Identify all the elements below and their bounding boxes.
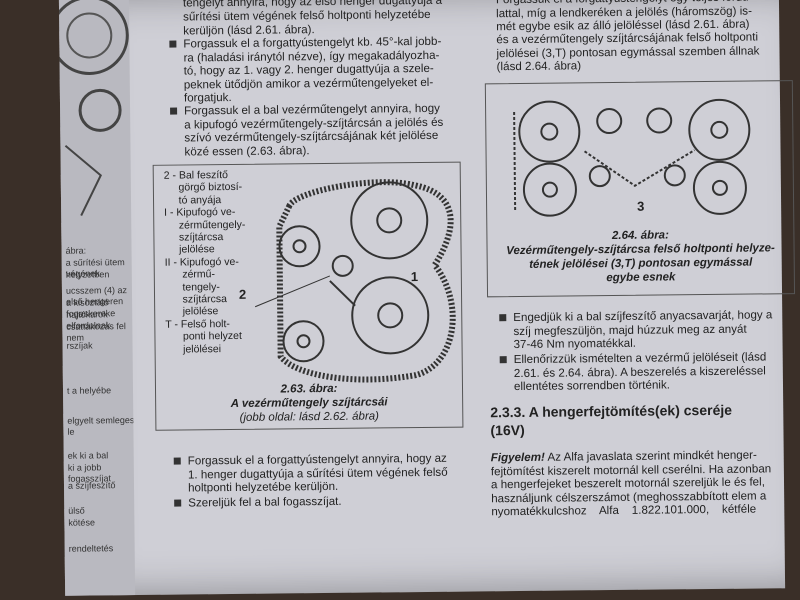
- figure-2-63: 2 - Bal feszítő görgő biztosí- tó anyája…: [152, 161, 464, 431]
- bullet-check-marks: Ellenőrizzük ismételten a vezérmű jelölé…: [513, 350, 767, 394]
- left-diagram-fragment: [58, 0, 129, 217]
- strip-text-11: ek ki a bal: [67, 450, 109, 461]
- strip-text-10: elgyelt semleges le: [67, 415, 135, 437]
- strip-text-16: rendeltetés: [68, 543, 114, 554]
- bullet-release-tensioner: Engedjük ki a bal szíjfeszítő anyacsavar…: [513, 308, 773, 352]
- pulley-marks-diagram: [513, 98, 751, 217]
- strip-text-9: t a helyébe: [66, 385, 112, 396]
- strip-text-14: ülső: [68, 505, 85, 516]
- figure-label-3: 3: [637, 198, 645, 214]
- book-page: ábra: a sűrítési ütem végének helyzetben…: [58, 0, 796, 596]
- figure-label-2: 2: [238, 286, 247, 302]
- timing-belt-diagram: [254, 179, 456, 383]
- right-top-text: Forgassuk el a forgattyústengelyt egy te…: [496, 0, 753, 34]
- section-heading: 2.3.3. A hengerfejtömítés(ek) cseréje (1…: [490, 401, 733, 439]
- bullet-rotate-left-camshaft: Forgassuk el a bal vezérműtengelyt annyi…: [184, 101, 444, 159]
- top-continuation-text: sűrítési ütem végének felső holtponti he…: [183, 7, 431, 38]
- strip-text-13: a szíjfeszítő: [67, 480, 116, 491]
- strip-text-1: ábra:: [65, 245, 87, 256]
- warning-label: Figyelem!: [490, 450, 545, 465]
- figure-label-1: 1: [410, 269, 419, 285]
- strip-text-3: helyzetben: [65, 269, 110, 280]
- bullet-rotate-crankshaft-45: Forgassuk el a forgattyústengelyt kb. 45…: [183, 34, 442, 105]
- bullet-fit-left-belt: Szereljük fel a bal fogasszíjat.: [188, 494, 342, 510]
- previous-page-strip: ábra: a sűrítési ütem végének helyzetben…: [58, 0, 136, 596]
- strip-text-8: rszíjak: [66, 340, 93, 351]
- figure-2-64: 3 2.64. ábra: Vezérműtengely-szíjtárcsa …: [484, 80, 796, 298]
- strip-text-15: kötése: [68, 517, 95, 528]
- figure2-caption-title: Vezérműtengely-szíjtárcsa felső holtpont…: [506, 242, 775, 285]
- warning-paragraph: Figyelem! Az Alfa javaslata szerint mind…: [491, 448, 772, 519]
- right-continuation-text: és a vezérműtengely szíjtárcsájának fels…: [496, 30, 760, 74]
- bullet-rotate-crankshaft-tdc: Forgassuk el a forgattyústengelyt annyir…: [187, 451, 448, 495]
- figure-caption-sub: (jobb oldal: lásd 2.62. ábra): [239, 410, 380, 424]
